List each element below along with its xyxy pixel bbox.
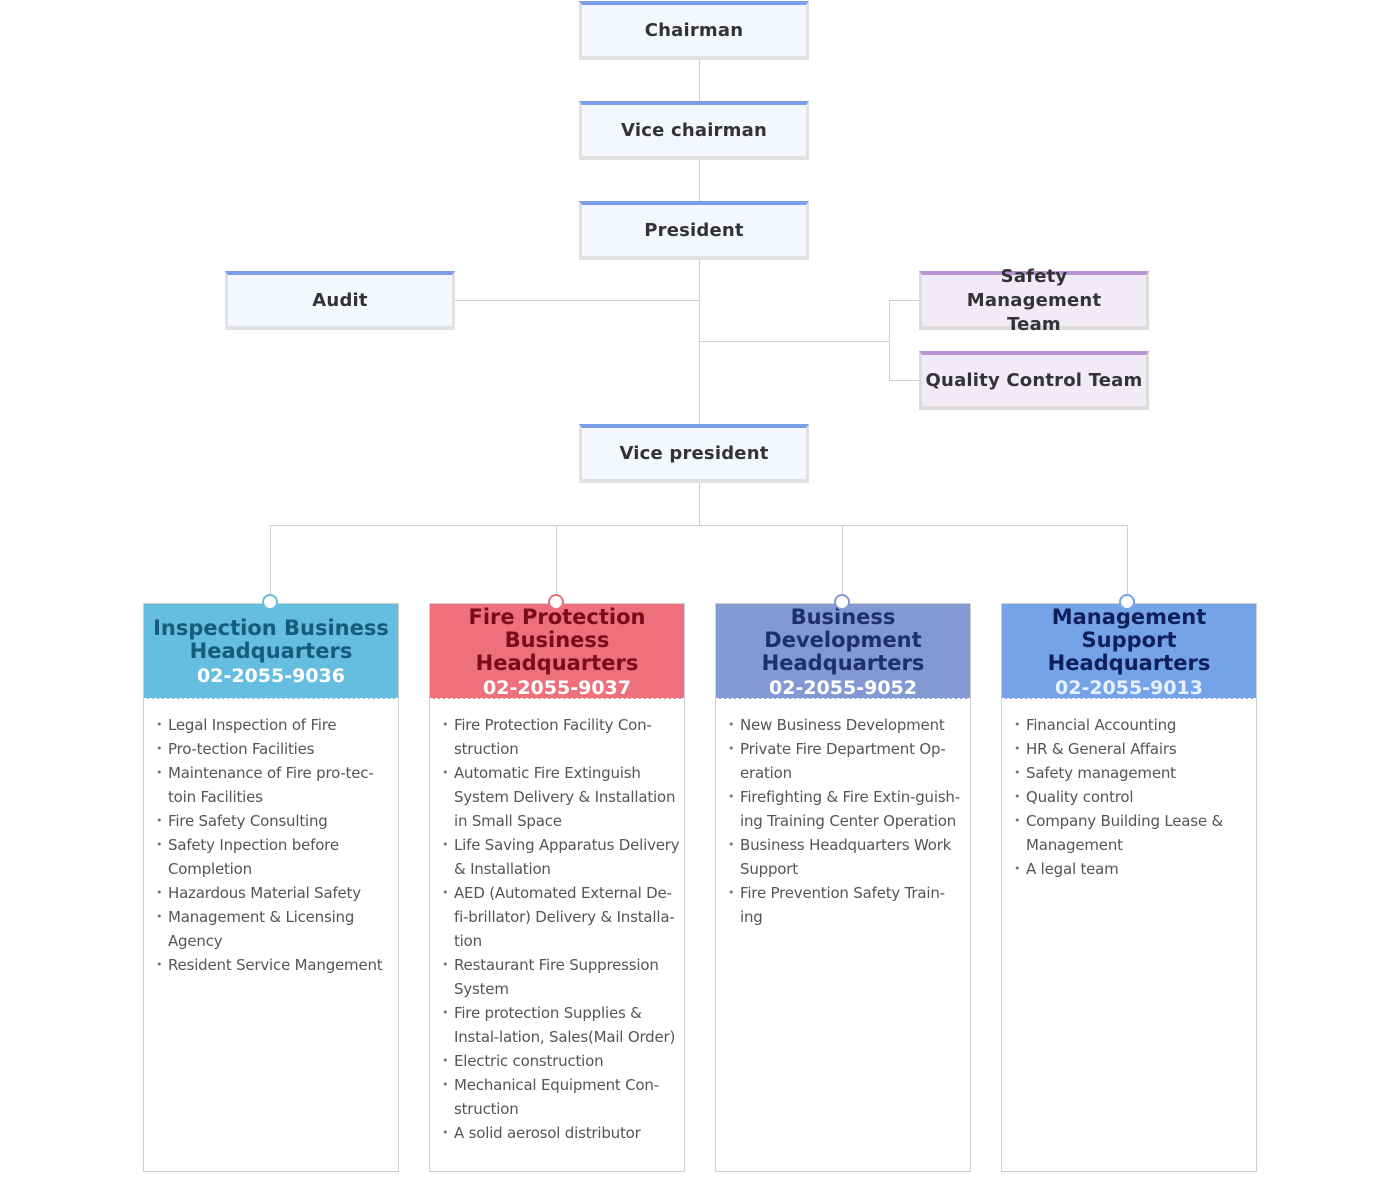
hq-duty-item: Quality control <box>1014 785 1252 809</box>
hq-dot-2 <box>548 594 564 610</box>
connector-hq-4 <box>1127 525 1128 597</box>
hq-duty-item: Life Saving Apparatus Delivery & Install… <box>442 833 680 881</box>
connector-teams <box>699 341 889 342</box>
connector-quality-team <box>889 380 921 381</box>
connector-safety-team <box>889 300 921 301</box>
hq-duty-item: Electric construction <box>442 1049 680 1073</box>
hq-dot-3 <box>834 594 850 610</box>
hq-duty-item: Business Headquarters Work Support <box>728 833 966 881</box>
quality-control-team-box: Quality Control Team <box>919 351 1149 410</box>
hq-phone: 02-2055-9013 <box>1055 676 1203 699</box>
hq-duty-item: New Business Development <box>728 713 966 737</box>
connector-hq-2 <box>556 525 557 597</box>
chairman-box: Chairman <box>579 1 809 60</box>
hq-duty-item: Legal Inspection of Fire <box>156 713 394 737</box>
hq-duty-item: Safety Inpection before Completion <box>156 833 394 881</box>
connector-president-vice-president <box>699 259 700 426</box>
connector-teams-bracket <box>889 300 890 381</box>
connector-hq-bus <box>270 525 1128 526</box>
hq-dot-4 <box>1119 594 1135 610</box>
hq-name: Management Support Headquarters <box>1047 604 1211 675</box>
hq-duty-item: Mechanical Equipment Con-struction <box>442 1073 680 1121</box>
president-box: President <box>579 201 809 260</box>
hq-phone: 02-2055-9036 <box>197 665 345 687</box>
connector-vice-president-down <box>699 482 700 525</box>
hq-duty-item: A solid aerosol distributor <box>442 1121 680 1145</box>
connector-audit <box>454 300 699 301</box>
hq-duty-item: Automatic Fire Extinguish System Deliver… <box>442 761 680 833</box>
hq-duty-item: Firefighting & Fire Extin-guish-ing Trai… <box>728 785 966 833</box>
hq-name: Fire Protection Business Headquarters <box>468 604 646 675</box>
hq-duty-list: Fire Protection Facility Con-structionAu… <box>430 699 684 1145</box>
hq-duty-item: Private Fire Department Op-eration <box>728 737 966 785</box>
hq-phone: 02-2055-9037 <box>483 676 631 699</box>
hq-duty-item: A legal team <box>1014 857 1252 881</box>
connector-vice-chairman-president <box>699 159 700 203</box>
hq-duty-item: Pro-tection Facilities <box>156 737 394 761</box>
connector-hq-3 <box>842 525 843 597</box>
connector-chairman-vice-chairman <box>699 59 700 103</box>
hq-duty-item: Maintenance of Fire pro-tec-toin Facilit… <box>156 761 394 809</box>
safety-management-team-box: Safety Management Team <box>919 266 1149 335</box>
hq-duty-item: Hazardous Material Safety <box>156 881 394 905</box>
audit-box: Audit <box>225 271 455 330</box>
vice-chairman-box: Vice chairman <box>579 101 809 160</box>
hq-duty-item: Company Building Lease & Management <box>1014 809 1252 857</box>
hq-duty-item: Resident Service Mangement <box>156 953 394 977</box>
hq-duty-item: Fire Safety Consulting <box>156 809 394 833</box>
connector-hq-1 <box>270 525 271 597</box>
hq-duty-item: AED (Automated External De-fi-brillator)… <box>442 881 680 953</box>
hq-duty-item: Restaurant Fire Suppression System <box>442 953 680 1001</box>
hq-dot-1 <box>262 594 278 610</box>
hq-duty-item: Fire Prevention Safety Train-ing <box>728 881 966 929</box>
hq-duty-item: Financial Accounting <box>1014 713 1252 737</box>
hq-phone: 02-2055-9052 <box>769 676 917 699</box>
hq-duty-list: Financial AccountingHR & General Affairs… <box>1002 699 1256 881</box>
hq-duty-item: Fire protection Supplies & Instal-lation… <box>442 1001 680 1049</box>
hq-duty-list: New Business DevelopmentPrivate Fire Dep… <box>716 699 970 929</box>
hq-duty-item: Fire Protection Facility Con-struction <box>442 713 680 761</box>
hq-duty-item: Management & Licensing Agency <box>156 905 394 953</box>
vice-president-box: Vice president <box>579 424 809 483</box>
hq-name: Inspection Business Headquarters <box>153 616 389 663</box>
hq-duty-item: Safety management <box>1014 761 1252 785</box>
hq-duty-item: HR & General Affairs <box>1014 737 1252 761</box>
hq-name: Business Development Headquarters <box>761 604 925 675</box>
